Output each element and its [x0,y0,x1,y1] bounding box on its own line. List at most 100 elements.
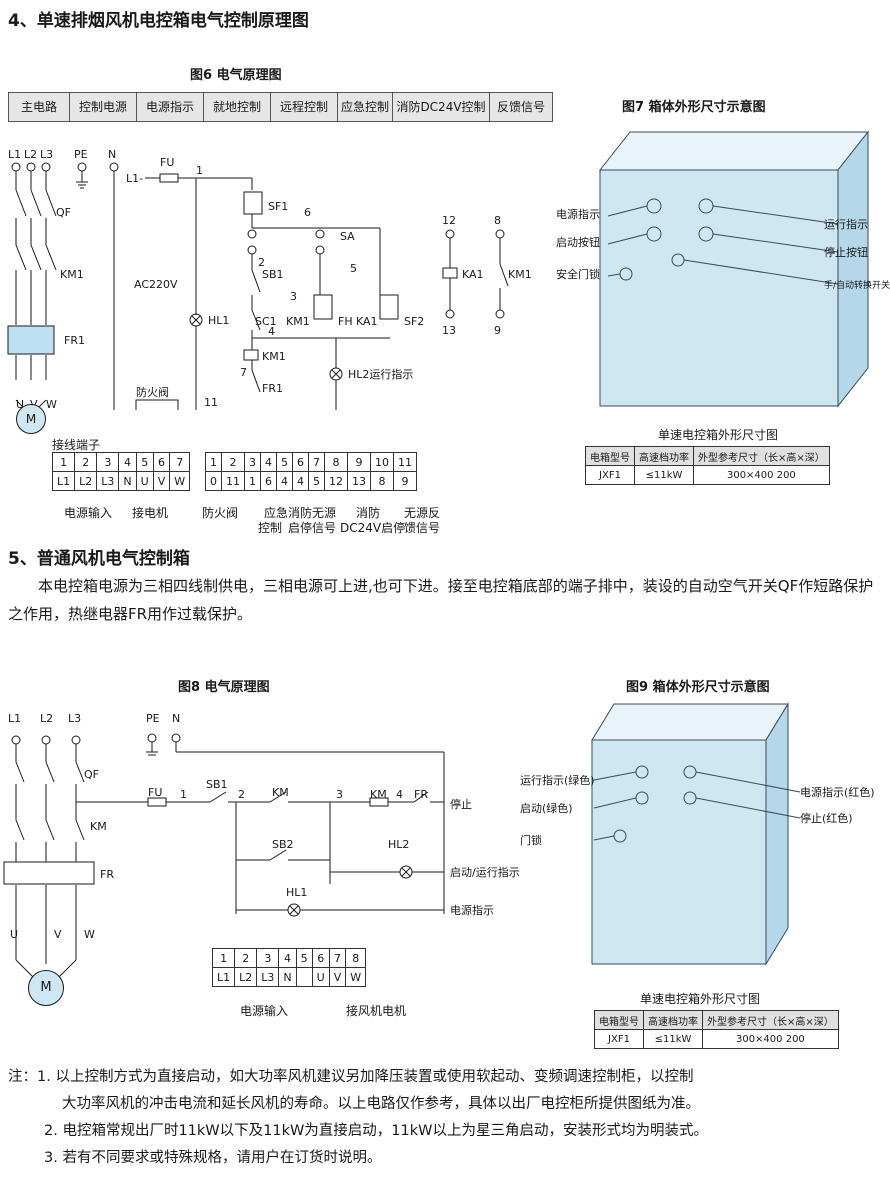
label-v: V [54,928,62,941]
label-fr1-contact: FR1 [262,382,283,395]
svg-text:4: 4 [268,325,275,338]
svg-text:7: 7 [240,366,247,379]
label-sb1: SB1 [262,268,284,281]
label-fr: FR [100,868,114,881]
group-start-stop-signal: 启停信号 [288,521,337,535]
group-fire-valve: 防火阀 [202,506,239,520]
fire-valve-symbol [135,399,179,410]
note-line-1: 注：1. 以上控制方式为直接启动，如大功率风机建议另加降压装置或使用软起动、变频… [8,1069,694,1085]
label-km-coil: KM [370,788,387,801]
fig7-enclosure: 电源指示 启动按钮 安全门锁 运行指示 停止按钮 手/自动转换开关 [556,130,890,408]
label-manual-auto-switch: 手/自动转换开关 [824,279,890,291]
label-u: U [16,398,24,410]
label-ka1-contact: KA1 [356,315,378,328]
group-emergency: 应急 [264,506,289,520]
label-sa: SA [340,230,355,243]
label-fr1: FR1 [64,334,85,347]
svg-text:5: 5 [350,262,357,275]
km1-coil [243,349,259,361]
note-line-4: 3. 若有不同要求或特殊规格，请用户在订货时说明。 [44,1150,382,1166]
label-l1: L1 [8,712,21,725]
label-l3: L3 [68,712,81,725]
sf2-switch [379,294,399,320]
group-dc24v: DC24V启停 [340,521,406,535]
label-hl1: HL1 [208,314,229,327]
fig9-enclosure: 运行指示(绿色) 启动(绿色) 门锁 电源指示(红色) 停止(红色) [520,702,875,966]
label-km: KM [90,820,107,833]
svg-text:3: 3 [290,290,297,303]
label-run-ind: 启动/运行指示 [450,865,520,879]
group-passive-feedback: 无源反 [404,506,441,520]
bar-fire-dc24v-control: 消防DC24V控制 [393,93,490,121]
label-stop: 停止 [450,797,472,811]
group-control: 控制 [258,521,283,535]
label-fr-contact: FR [414,788,428,801]
label-l1: L1 [8,148,21,161]
label-l2: L2 [24,148,37,161]
section5-title: 5、普通风机电气控制箱 [8,549,190,569]
label-start-green: 启动(绿色) [520,801,573,815]
label-hl2: HL2运行指示 [348,367,413,381]
label-km1-remote: KM1 [508,268,532,281]
bar-main-circuit: 主电路 [9,93,70,121]
label-door-lock: 门锁 [520,833,542,847]
circuit-section-bar: 主电路 控制电源 电源指示 就地控制 远程控制 应急控制 消防DC24V控制 反… [8,92,553,122]
box2-table-title: 单速电控箱外形尺寸图 [640,992,761,1006]
group-power-input: 电源输入 [64,506,113,520]
svg-text:1: 1 [180,788,187,801]
label-w: W [84,928,95,941]
note-line-3: 2. 电控箱常规出厂时11kW以下及11kW为直接启动，11kW以上为星三角启动… [44,1123,708,1139]
label-ac220v: AC220V [134,278,178,291]
fig8-circuit-diagram: L1 L2 L3 PE N QF KM FR U V W FU 1 SB1 2 … [3,712,520,979]
label-power-ind: 电源指示 [450,903,494,917]
fr-thermal-relay [3,861,95,885]
fig8-caption: 图8 电气原理图 [178,680,270,695]
label-stop-red: 停止(红色) [800,811,853,825]
svg-text:13: 13 [442,324,456,337]
bar-local-control: 就地控制 [204,93,271,121]
label-stop-button: 停止按钮 [824,245,868,259]
label-sf2: SF2 [404,315,424,328]
svg-text:2: 2 [238,788,245,801]
fig6-circuit-diagram: L1 L2 L3 PE N QF KM1 FR1 U V W L1- FU 1 … [7,148,532,410]
note-line-2: 大功率风机的冲击电流和延长风机的寿命。以上电路仅作参考，具体以出厂电控柜所提供图… [62,1096,700,1112]
label-power-indicator: 电源指示 [556,207,600,221]
fu-fuse [159,173,179,183]
box1-table-title: 单速电控箱外形尺寸图 [658,428,779,442]
svg-text:9: 9 [494,324,501,337]
fh-switch [313,294,333,320]
label-n: N [172,712,180,725]
bar-remote-control: 远程控制 [271,93,338,121]
bar-feedback-signal: 反馈信号 [496,100,545,114]
label-power-indicator-red: 电源指示(红色) [800,785,875,799]
svg-text:12: 12 [442,214,456,227]
label-fu: FU [160,156,174,169]
section5-paragraph: 本电控箱电源为三相四线制供电，三相电源可上进,也可下进。接至电控箱底部的端子排中… [8,577,874,623]
group-fire-passive: 消防无源 [288,506,337,520]
label-w: W [46,398,57,410]
group-fire: 消防 [356,506,381,520]
group-power-input-2: 电源输入 [240,1004,289,1018]
svg-text:11: 11 [204,396,218,409]
label-ka1-coil: KA1 [462,268,484,281]
label-sf1: SF1 [268,200,288,213]
label-sc1: SC1 [255,315,277,328]
fig9-caption: 图9 箱体外形尺寸示意图 [626,680,770,695]
section4-title: 4、单速排烟风机电控箱电气控制原理图 [8,11,309,31]
fig7-caption: 图7 箱体外形尺寸示意图 [622,100,766,115]
label-start-button: 启动按钮 [556,235,600,249]
group-fan-motor: 接风机电机 [346,1004,407,1018]
fig6-caption: 图6 电气原理图 [190,68,282,83]
group-motor: 接电机 [132,506,169,520]
terminal-block-title: 接线端子 [52,438,101,452]
sf1-switch [243,191,263,215]
label-pe: PE [74,148,88,161]
label-fh: FH [338,315,353,328]
label-fire-valve: 防火阀 [136,385,169,399]
label-hl1: HL1 [286,886,307,899]
svg-text:8: 8 [494,214,501,227]
label-n: N [108,148,116,161]
